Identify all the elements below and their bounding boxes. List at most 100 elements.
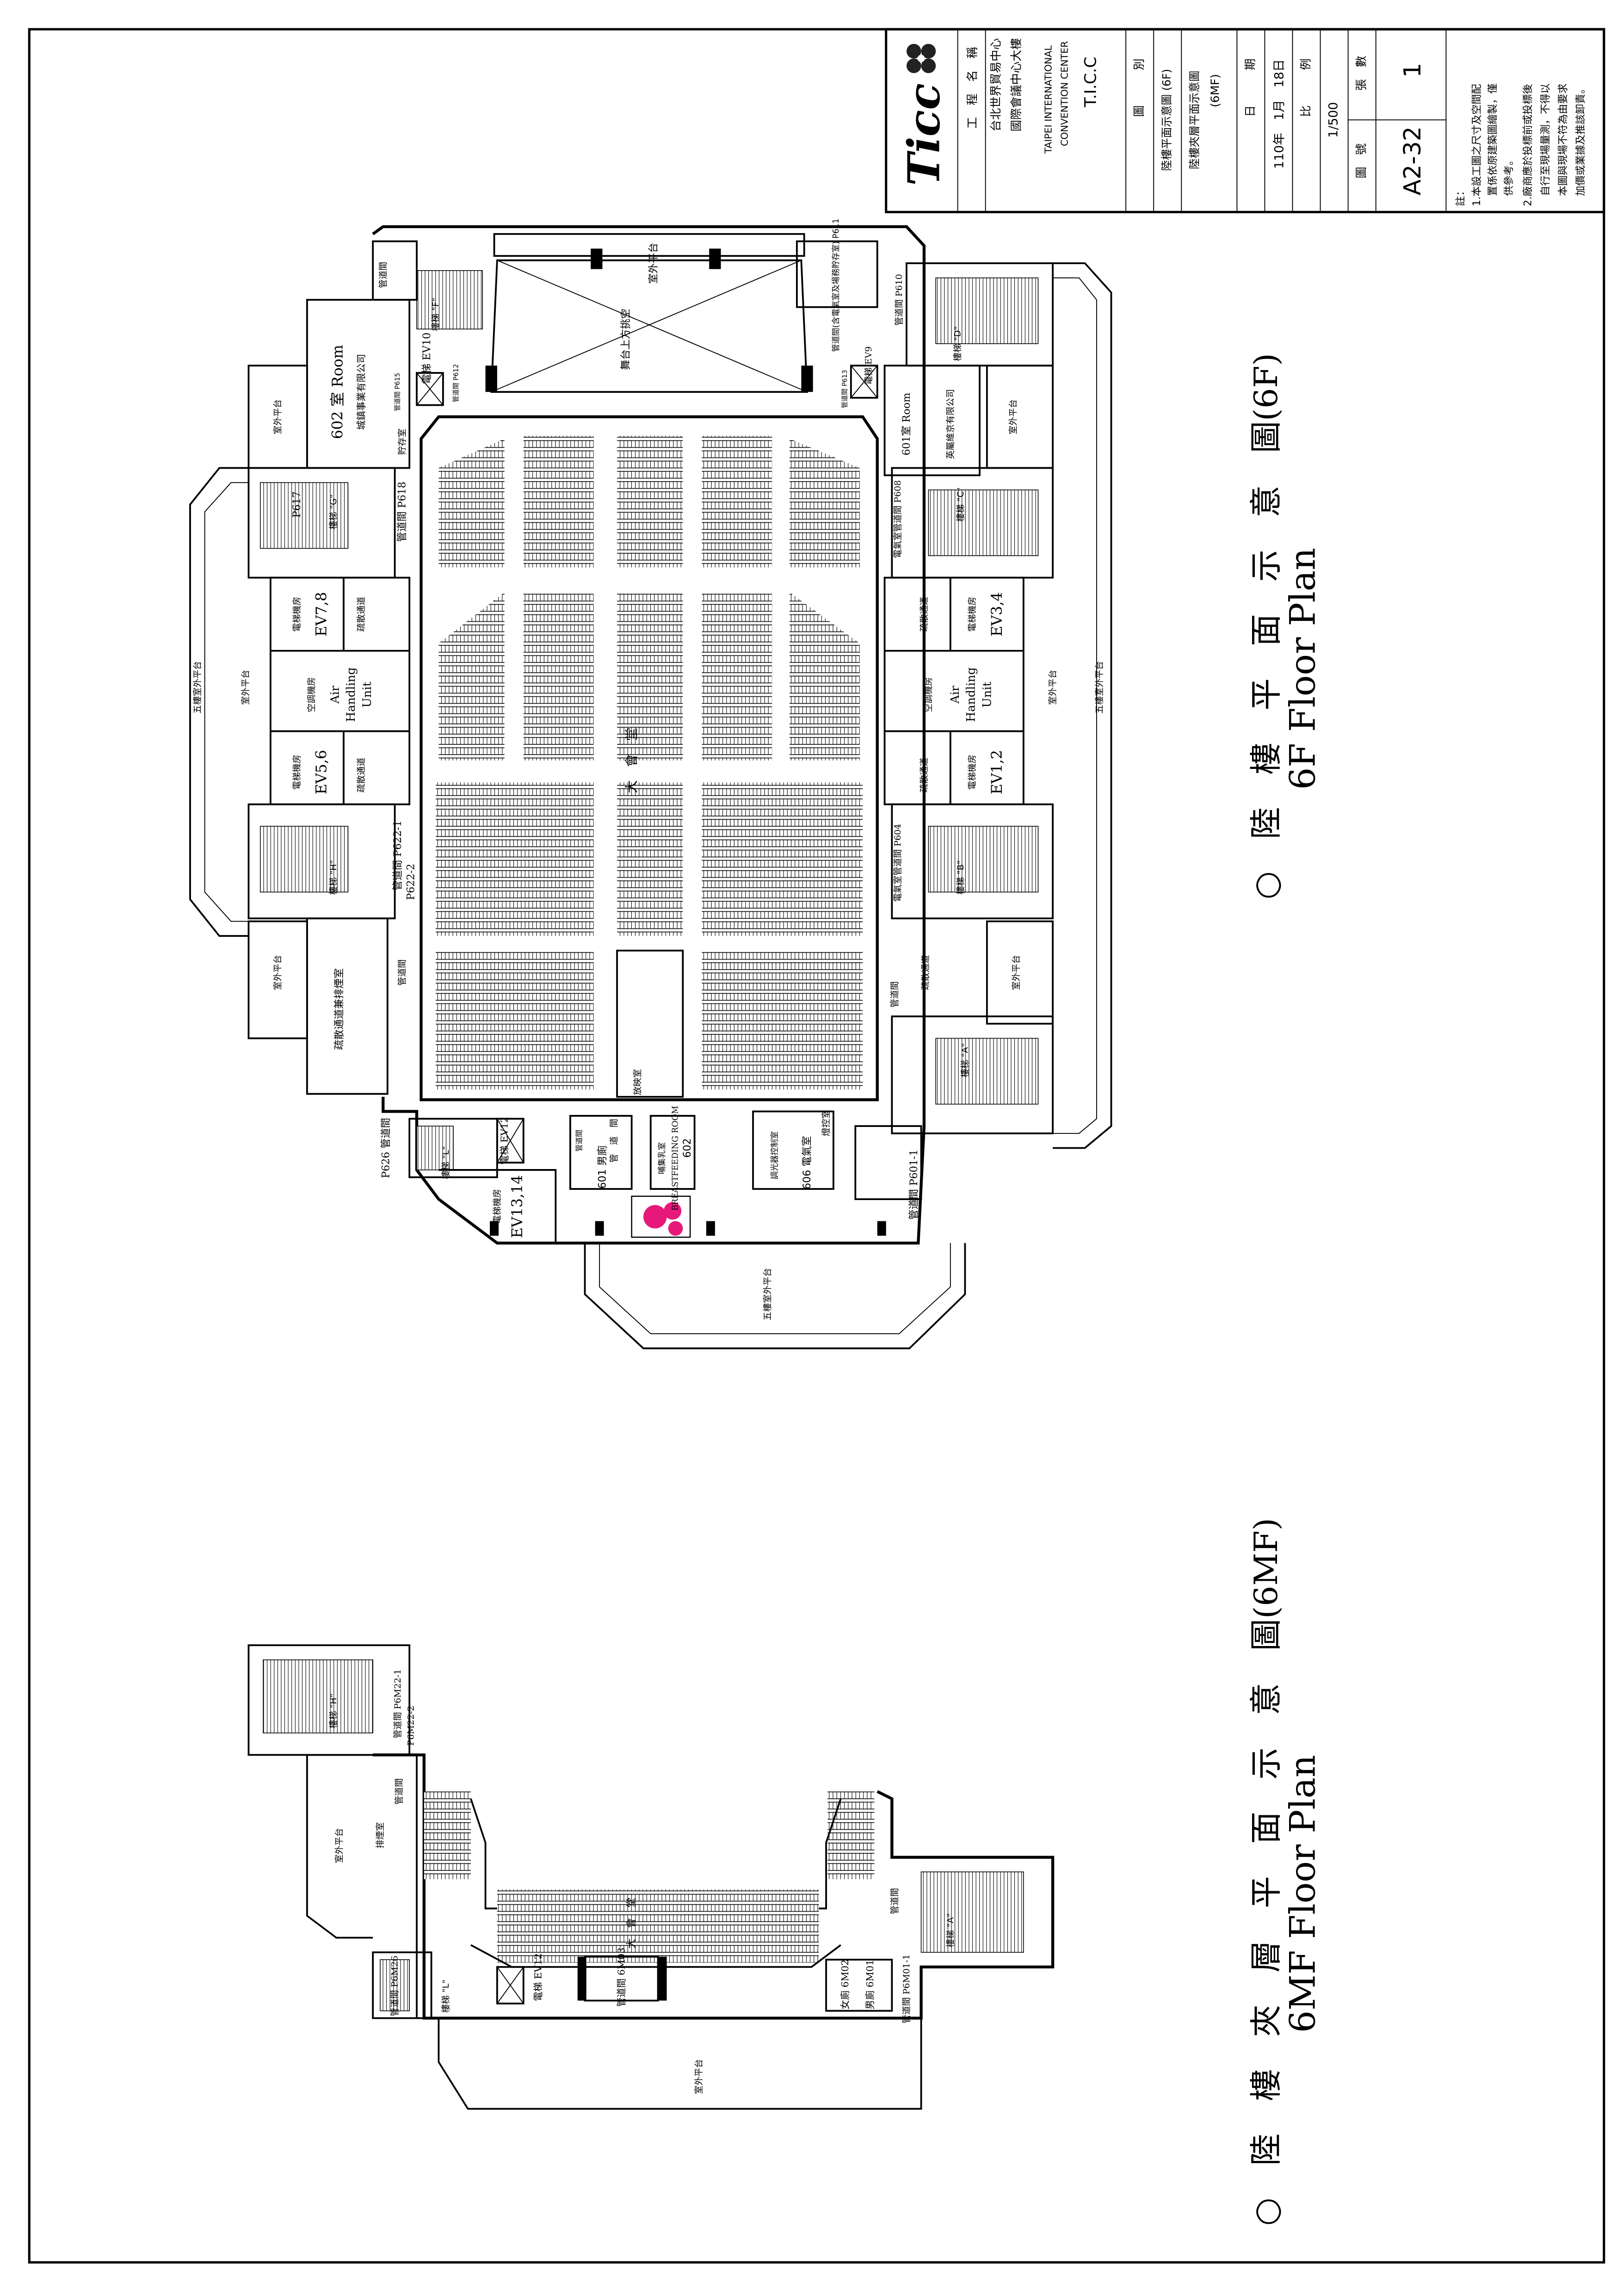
label-room-602-company: 城鎮事業有限公司 [356,354,367,430]
sheets-value: 1 [1399,63,1426,78]
label-pipe-p613: 管道間 P613 [841,370,849,408]
plan-title-6mf: ○ 陸 樓 夾 層 平 面 示 意 圖(6MF) [1247,1518,1285,2226]
label-pipe: 管道間 [890,1888,900,1914]
note-line: 自行至現場量測，不得以 [1539,83,1551,206]
plan-subtitle-6f: 6F Floor Plan [1283,548,1323,790]
label-pipe: 管道間 [394,1778,404,1805]
label-pipe: 管道間 [574,1130,583,1151]
label-evac: 疏散通道 [919,757,929,792]
label-ahu: Handling [344,667,358,722]
label-elev-ev12: 電梯 EV12 [532,1953,543,2001]
ticc-logo: Ticc [898,43,950,186]
label-pipe: 管道間 [397,959,407,986]
label-toilet-m: 男廁 6M01 [864,1960,876,2010]
label-stair-h: 樓梯 "H" [328,860,339,895]
label-stair-a: 樓梯 "A" [945,1913,956,1948]
label-terrace-5f: 五樓室外平台 [1094,661,1105,714]
label-evac-smoke: 疏散通道兼排煙室 [333,968,345,1050]
label-pipe-p622-2: P622-2 [405,864,417,900]
label-ev78: EV7,8 [314,592,330,637]
label-evac: 疏散通道 [920,955,931,990]
label-pipe-p608: 電氣室管道間 P608 [893,480,903,558]
label-dimmer: 調光器控制室 [770,1131,779,1179]
drawing-label: 圖 別 [1132,58,1146,117]
label-projection: 放映室 [632,1069,642,1095]
label-terrace: 室外平台 [1011,955,1021,990]
label-ev34: EV3,4 [989,592,1006,637]
label-elev-ev9: 電梯 EV9 [864,347,874,385]
label-room-602: 602 室 Room [329,345,346,439]
label-ahu: Unit [980,682,994,708]
label-terrace: 室外平台 [334,1828,344,1863]
label-pipe-6m03: 管道間 6M03 [616,1948,627,2007]
label-pipe: 管道間 [890,981,900,1008]
label-evac: 疏散通道 [919,597,929,632]
label-room-601-company: 英屬維京有限公司 [945,389,956,459]
label-elev-room: 電梯機房 [967,597,977,632]
label-stair-h: 樓梯 "H" [328,1694,339,1729]
label-ahu: Handling [964,667,978,722]
label-breastfeeding: 哺集乳室 [658,1142,667,1175]
label-room-601: 601室 Room [901,393,913,456]
label-ahu: Unit [360,682,374,708]
drawing-title-2: 陸樓夾層平面示意圖 [1188,71,1201,169]
label-pipe-room: 管 道 間 [609,1119,619,1163]
notes-label: 註： [1455,186,1467,206]
label-pipe-p615: 管道間 P615 [394,373,401,411]
label-terrace: 室外平台 [1048,670,1058,705]
label-hall: 大 會 堂 [626,1898,638,1949]
label-stair-c: 樓梯 "C" [956,487,966,522]
label-pipe-p618: 管道間 P618 [396,482,408,542]
label-elec-606: 606 電氣室 [801,1136,813,1189]
scale-value: 1/500 [1327,102,1341,138]
label-pipe-p611: 管道間(含電氣室及場務貯存室) P611 [832,218,841,352]
plan-subtitle-6mf: 6MF Floor Plan [1283,1755,1323,2033]
label-storage: 貯存室 [397,428,407,455]
label-terrace-5f: 五樓室外平台 [763,1268,773,1321]
project-label: 工 程 名 稱 [966,47,979,129]
label-breastfeeding-en: BREASTFEEDING ROOM [671,1106,680,1211]
label-terrace: 室外平台 [648,243,660,284]
label-room-602b: 602 [681,1138,693,1157]
label-evac: 疏散通道 [356,597,366,632]
label-ahu: Air [328,685,341,704]
label-pipe-p612: 管道間 P612 [452,364,460,402]
note-line: 供參考。 [1503,155,1515,206]
label-ahu-zh: 空調機房 [306,677,316,712]
label-terrace-5f: 五樓室外平台 [192,661,203,714]
label-terrace: 室外平台 [241,670,251,705]
label-pipe-p601: 管道間 P601-1 [908,1150,920,1220]
label-p617: P617 [291,491,303,518]
sheets-label: 張 數 [1355,56,1368,91]
label-stair-b: 樓梯 "B" [956,860,966,895]
note-line: 1.本設工圖之尺寸及空間配 [1471,84,1483,206]
label-terrace: 室外平台 [273,955,283,990]
note-line: 加價或業據及推該卸責。 [1574,83,1586,206]
label-elev-room: 電梯機房 [292,755,302,790]
sheet-border [28,28,1605,2264]
label-terrace: 室外平台 [273,399,283,434]
label-light-ctrl: 燈控室 [821,1110,831,1136]
label-toilet-601: 601 男廁 [596,1145,608,1188]
label-stair-d: 樓梯 "D" [953,326,963,361]
label-stair-a: 樓梯 "A" [960,1043,970,1077]
label-elev-ev12: 電梯 EV12 [499,1117,510,1165]
note-line: 2.廠商應於投標前或投標後 [1522,84,1534,206]
label-hall: 大 會 堂 [624,728,639,793]
scale-label: 比 例 [1299,58,1312,117]
label-terrace: 室外平台 [1008,399,1018,434]
label-ahu: Air [948,685,962,704]
plan-title-6f: ○ 陸 樓 平 面 示 意 圖(6F) [1247,353,1285,899]
label-pipe-p622: 管道間 P622-1 [392,820,404,891]
label-elev-room: 電梯機房 [967,755,977,790]
floor-plan-6f: 室外平台 舞台上方挑空 大 會 堂 602 室 Room 城鎮事業有限公司 管道… [189,218,1323,1349]
label-pipe: 管道間 [378,262,388,288]
label-ev56: EV5,6 [314,750,330,794]
label-elev-room: 電梯機房 [292,597,302,632]
label-ev12: EV1,2 [989,750,1006,794]
label-pipe-p626: P626 管道間 [380,1118,392,1178]
project-name-en-1: TAIPEI INTERNATIONAL [1043,45,1054,154]
label-pipe-p6m22-2: P6M22-2 [406,1706,416,1746]
label-ahu-zh: 空調機房 [923,677,933,712]
label-toilet-f: 女廁 6M02 [839,1960,851,2010]
